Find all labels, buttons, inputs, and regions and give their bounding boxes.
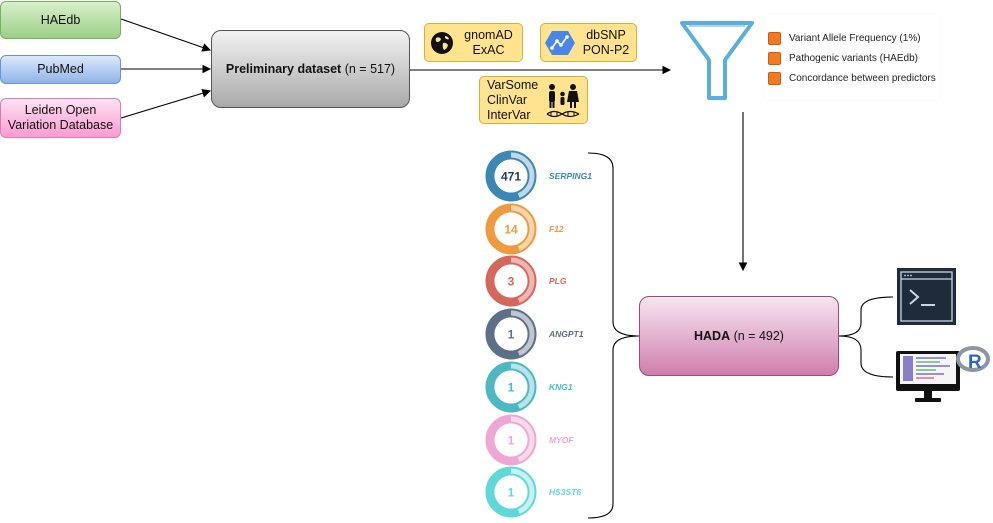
source-pubmed-label: PubMed xyxy=(37,62,84,76)
gene-ring-highlight xyxy=(487,468,535,516)
tool-varsome-text: VarSome ClinVar InterVar xyxy=(480,78,544,123)
gene-ring-highlight xyxy=(487,152,535,200)
source-lovd-label: Leiden Open Variation Database xyxy=(8,103,113,133)
legend-label: Variant Allele Frequency (1%) xyxy=(789,33,921,44)
gene-name: KNG1 xyxy=(549,381,573,392)
gene-count: 471 xyxy=(501,170,521,184)
gene-name: F12 xyxy=(549,223,564,234)
gene-ring-center xyxy=(494,264,528,298)
hada-title: HADA xyxy=(694,329,731,343)
gene-ring-kng1: 1 xyxy=(485,361,537,418)
tool-varsome-line1: VarSome xyxy=(487,77,539,92)
gene-count: 1 xyxy=(508,433,515,447)
gene-name: PLG xyxy=(549,276,567,287)
gene-count: 1 xyxy=(508,486,515,500)
gene-ring-center xyxy=(494,317,528,351)
source-haedb: HAEdb xyxy=(0,1,121,39)
gene-ring-center xyxy=(494,370,528,404)
source-pubmed: PubMed xyxy=(0,55,121,84)
gene-ring-highlight xyxy=(487,257,535,305)
gene-ring-chart: 1 xyxy=(485,466,537,518)
gene-ring-f12: 14 xyxy=(485,203,537,260)
gene-name: HS3ST6 xyxy=(549,487,582,498)
gene-ring-serping1: 471 xyxy=(485,150,537,207)
gene-count: 1 xyxy=(508,380,515,394)
globe-icon xyxy=(431,31,453,54)
tool-varsome: VarSome ClinVar InterVar xyxy=(479,76,588,124)
gene-ring-center xyxy=(494,423,528,456)
family-dna-icon xyxy=(546,84,580,118)
dbsnp-hexagon-icon xyxy=(545,30,575,55)
gene-ring-center xyxy=(494,475,528,509)
tool-gnomad-text: gnomAD ExAC xyxy=(455,28,522,58)
terminal-icon xyxy=(897,268,956,325)
legend-swatch xyxy=(768,32,781,45)
preliminary-dataset-title: Preliminary dataset xyxy=(225,62,342,76)
output-bracket xyxy=(838,296,894,378)
gene-ring-chart: 1 xyxy=(485,361,537,413)
legend-swatch xyxy=(768,52,781,65)
tool-dbsnp-line1: dbSNP xyxy=(586,27,626,42)
gene-ring-chart: 1 xyxy=(485,308,537,360)
preliminary-dataset-box: Preliminary dataset (n = 517) xyxy=(211,30,410,108)
tool-gnomad-line2: ExAC xyxy=(472,42,505,57)
gene-ring-highlight xyxy=(487,310,535,358)
gene-name: SERPING1 xyxy=(549,171,592,181)
tool-varsome-line2: ClinVar xyxy=(487,92,528,107)
gene-ring-center xyxy=(494,212,528,246)
gene-count: 3 xyxy=(508,275,515,289)
tool-gnomad: gnomAD ExAC xyxy=(424,23,523,62)
legend-swatch xyxy=(768,72,781,85)
legend-label: Concordance between predictors xyxy=(789,73,936,84)
gene-name: ANGPT1 xyxy=(549,329,584,340)
source-lovd: Leiden Open Variation Database xyxy=(0,98,121,138)
source-haedb-label: HAEdb xyxy=(40,12,81,27)
tool-dbsnp-text: dbSNP PON-P2 xyxy=(576,28,636,58)
gene-ring-chart: 471 xyxy=(485,150,537,202)
gene-ring-highlight xyxy=(487,416,535,463)
tool-gnomad-line1: gnomAD xyxy=(464,27,513,42)
gene-ring-highlight xyxy=(487,363,535,411)
gene-ring-highlight xyxy=(487,205,535,253)
source-lovd-line1: Leiden Open xyxy=(24,103,97,117)
gene-ring-chart: 3 xyxy=(485,255,537,307)
tool-dbsnp: dbSNP PON-P2 xyxy=(540,23,637,62)
gene-ring-angpt1: 1 xyxy=(485,308,537,365)
source-lovd-line2: Variation Database xyxy=(7,118,114,132)
gene-ring-chart: 1 xyxy=(485,414,537,465)
gene-ring-myof: 1 xyxy=(485,414,537,471)
hada-box: HADA (n = 492) xyxy=(639,296,839,376)
gene-bracket xyxy=(587,152,640,519)
arrow-haedb-prelim xyxy=(120,18,212,52)
gene-ring-plg: 3 xyxy=(485,255,537,312)
tool-varsome-line3: InterVar xyxy=(487,107,531,122)
legend-item-pathogenic: Pathogenic variants (HAEdb) xyxy=(768,52,918,65)
hada-count: (n = 492) xyxy=(733,329,784,343)
legend-label: Pathogenic variants (HAEdb) xyxy=(789,53,918,64)
preliminary-dataset-count: (n = 517) xyxy=(344,62,396,76)
r-monitor-icon: R xyxy=(896,346,990,402)
funnel-icon xyxy=(680,21,754,100)
gene-ring-chart: 14 xyxy=(485,203,537,255)
arrow-lovd-prelim xyxy=(120,89,212,119)
r-logo-letter: R xyxy=(968,352,982,373)
gene-count: 14 xyxy=(504,222,518,236)
gene-ring-hs3st6: 1 xyxy=(485,466,537,523)
gene-name: MYOF xyxy=(549,434,574,445)
gene-ring-center xyxy=(494,159,528,193)
gene-count: 1 xyxy=(508,328,515,342)
filter-legend: Variant Allele Frequency (1%) Pathogenic… xyxy=(764,14,940,100)
legend-item-concordance: Concordance between predictors xyxy=(768,72,936,85)
tool-dbsnp-line2: PON-P2 xyxy=(582,42,630,57)
legend-item-allele-frequency: Variant Allele Frequency (1%) xyxy=(768,32,921,45)
